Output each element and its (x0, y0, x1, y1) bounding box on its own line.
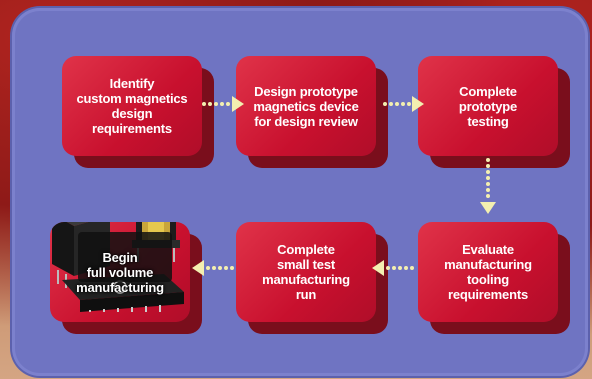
step-label: Design prototype magnetics device for de… (253, 83, 359, 129)
magnetic-components-illustration (52, 222, 184, 312)
step-face: Evaluate manufacturing tooling requireme… (418, 222, 558, 322)
arrow-right-1 (202, 96, 244, 112)
step-label: Evaluate manufacturing tooling requireme… (444, 242, 532, 302)
step-test-manufacturing-run: Complete small test manufacturing run (236, 222, 388, 334)
step-face: Design prototype magnetics device for de… (236, 56, 376, 156)
step-label: Complete small test manufacturing run (262, 242, 350, 302)
step-identify-requirements: Identify custom magnetics design require… (62, 56, 214, 168)
step-design-prototype: Design prototype magnetics device for de… (236, 56, 388, 168)
step-face: Begin full volume manufacturing (50, 222, 190, 322)
arrow-left-2 (192, 260, 234, 276)
step-prototype-testing: Complete prototype testing (418, 56, 570, 168)
step-face: Complete prototype testing (418, 56, 558, 156)
step-face: Complete small test manufacturing run (236, 222, 376, 322)
step-evaluate-tooling: Evaluate manufacturing tooling requireme… (418, 222, 570, 334)
arrow-right-2 (383, 96, 424, 112)
arrow-down (480, 158, 496, 214)
step-label: Begin full volume manufacturing (76, 249, 164, 295)
step-label: Complete prototype testing (458, 83, 518, 129)
step-full-volume-manufacturing: Begin full volume manufacturing (50, 222, 202, 334)
step-face: Identify custom magnetics design require… (62, 56, 202, 156)
arrow-left-1 (372, 260, 414, 276)
step-label: Identify custom magnetics design require… (76, 76, 188, 136)
